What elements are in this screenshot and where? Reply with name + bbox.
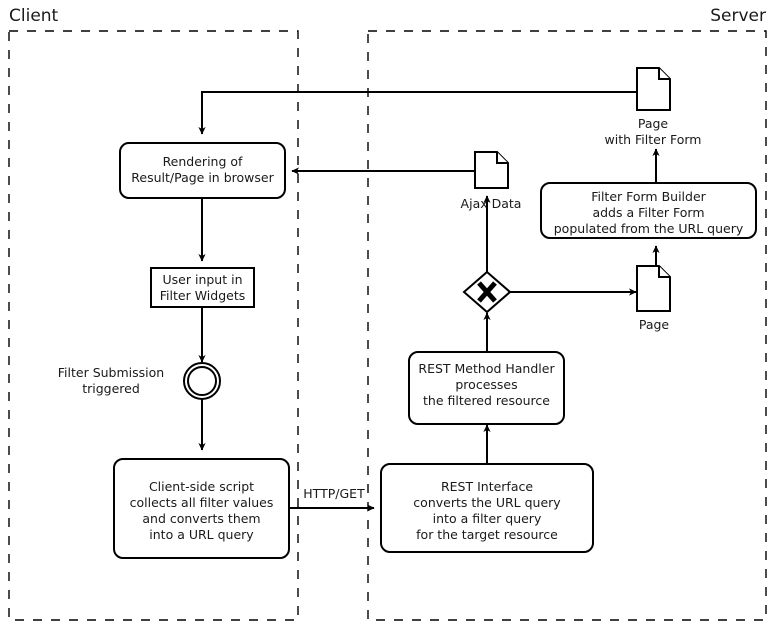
swimlane-label-server: Server [710, 6, 766, 26]
activity-box [119, 142, 286, 199]
client-script-line-1: Client-side script [149, 479, 254, 494]
ajax-data-caption: Ajax Data [461, 196, 522, 211]
filter-form-builder-line-2: adds a Filter Form [592, 205, 704, 220]
node-filter-submission[interactable]: Filter Submission triggered [58, 362, 221, 400]
document-fold-icon [496, 152, 508, 164]
client-script-line-3: and converts them [142, 511, 260, 526]
decision-cross-icon [477, 281, 497, 303]
rest-interface-line-1: REST Interface [441, 479, 533, 494]
document-fold-icon [658, 266, 670, 278]
client-script-line-4: into a URL query [149, 527, 254, 542]
node-filter-form-builder[interactable]: Filter Form Builder adds a Filter Form p… [540, 182, 757, 239]
filter-submission-label-line-1: Filter Submission [58, 365, 164, 380]
rest-method-handler-line-3: the filtered resource [423, 393, 550, 408]
activity-box [150, 267, 255, 308]
node-rendering[interactable]: Rendering of Result/Page in browser [119, 142, 286, 199]
activity-box [540, 182, 757, 239]
rest-method-handler-line-2: processes [455, 377, 517, 392]
node-decision[interactable] [462, 270, 512, 314]
filter-form-builder-line-1: Filter Form Builder [591, 189, 706, 204]
node-rest-method-handler[interactable]: REST Method Handler processes the filter… [408, 351, 565, 425]
rest-method-handler-line-1: REST Method Handler [418, 361, 555, 376]
rest-interface-line-3: into a filter query [433, 511, 542, 526]
node-rest-interface[interactable]: REST Interface converts the URL query in… [380, 463, 594, 553]
edge-label-http-get: HTTP/GET [303, 486, 365, 501]
activity-box [113, 458, 290, 559]
node-page[interactable]: Page [636, 265, 671, 332]
page-caption: Page [639, 317, 670, 332]
rendering-line-2: Result/Page in browser [131, 170, 274, 185]
event-circle-inner [187, 366, 217, 396]
node-page-with-filter-form[interactable]: Page with Filter Form [605, 67, 702, 147]
swimlane-label-client: Client [9, 6, 59, 26]
rendering-line-1: Rendering of [163, 154, 243, 169]
client-script-line-2: collects all filter values [130, 495, 274, 510]
edges-layer [198, 91, 660, 512]
node-user-input[interactable]: User input in Filter Widgets [150, 267, 255, 308]
document-fold-icon [658, 68, 670, 80]
rest-interface-line-4: for the target resource [416, 527, 558, 542]
activity-box [380, 463, 594, 553]
user-input-line-1: User input in [163, 272, 243, 287]
document-icon [474, 151, 509, 189]
page-with-filter-form-caption-line-1: Page [638, 116, 669, 131]
node-ajax-data[interactable]: Ajax Data [461, 151, 522, 211]
rest-interface-line-2: converts the URL query [413, 495, 561, 510]
activity-box [408, 351, 565, 425]
edge-page-form-to-rendering [198, 91, 637, 135]
user-input-line-2: Filter Widgets [160, 288, 245, 303]
filter-submission-label-line-2: triggered [82, 381, 140, 396]
page-with-filter-form-caption-line-2: with Filter Form [605, 132, 702, 147]
filter-form-builder-line-3: populated from the URL query [554, 221, 744, 236]
node-client-script[interactable]: Client-side script collects all filter v… [113, 458, 290, 559]
